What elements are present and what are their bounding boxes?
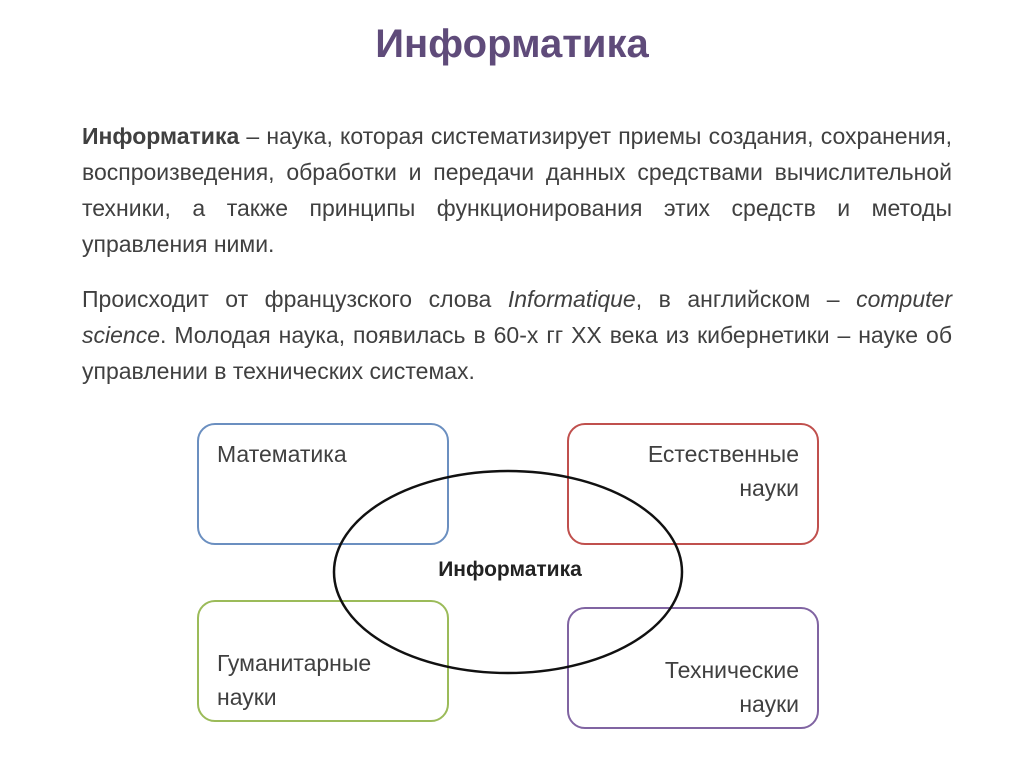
definition-text: – наука, которая систематизирует приемы … — [82, 123, 952, 257]
center-label-wrap: Информатика — [0, 558, 1024, 582]
center-label: Информатика — [438, 558, 582, 581]
definition-paragraph: Информатика – наука, которая систематизи… — [82, 118, 952, 262]
origin-paragraph: Происходит от французского слова Informa… — [82, 281, 952, 389]
origin-word-french: Informatique — [507, 286, 636, 312]
slide-title: Информатика — [375, 22, 649, 66]
origin-text-2: , в английском – — [635, 286, 857, 312]
box-mathematics: Математика — [197, 423, 449, 545]
origin-text-1: Происходит от французского слова — [82, 286, 508, 312]
box-natural-line1: Естественные — [647, 441, 799, 467]
origin-text-3: . Молодая наука, появилась в 60-х гг ХХ … — [82, 322, 952, 384]
box-technical-sciences: Технические науки — [567, 607, 819, 729]
box-natural-line2: науки — [739, 475, 799, 501]
box-humanities-line2: науки — [217, 684, 277, 710]
box-technical-line1: Технические — [664, 657, 799, 683]
definition-term: Информатика — [82, 123, 240, 149]
box-mathematics-label: Математика — [217, 441, 347, 467]
origin-word-english: computer science — [82, 286, 952, 348]
box-humanities-line1: Гуманитарные — [217, 650, 372, 676]
box-humanities: Гуманитарные науки — [197, 600, 449, 722]
box-natural-sciences: Естественные науки — [567, 423, 819, 545]
box-technical-line2: науки — [739, 691, 799, 717]
